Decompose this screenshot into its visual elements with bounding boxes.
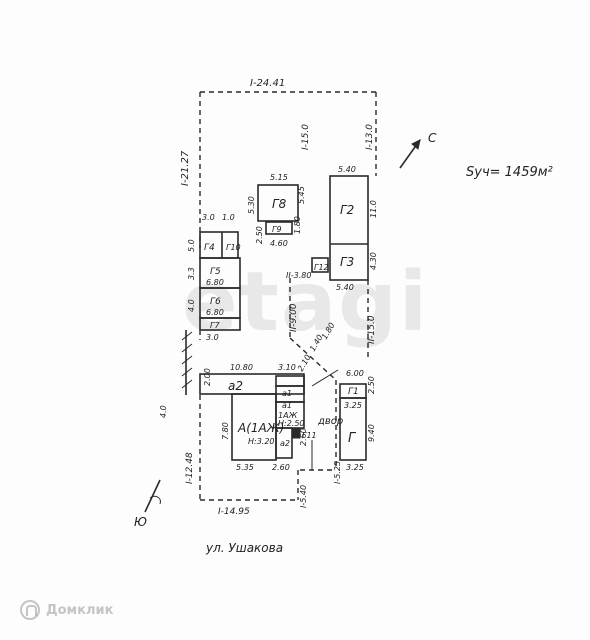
brand-name: Домклик xyxy=(46,602,114,618)
g8-side: 5.45 xyxy=(297,186,306,204)
house-a-width: 5.35 xyxy=(236,463,254,472)
small-width: 2.60 xyxy=(272,463,290,472)
yard-label: двор xyxy=(317,416,343,427)
g5-height: 3.3 xyxy=(187,267,196,280)
watermark: etagi xyxy=(182,255,429,350)
annex-a1-top xyxy=(275,375,305,387)
building-g2 xyxy=(329,175,369,281)
g2-width: 5.40 xyxy=(338,165,356,174)
g6-height: 4.0 xyxy=(187,299,196,312)
g6-width: 6.80 xyxy=(206,308,224,317)
a-side: 3.10 xyxy=(278,363,296,372)
label-right-mid: I-15.0 xyxy=(301,124,311,150)
south-arrow: Ю xyxy=(134,479,161,529)
annex-1azh-dims: Н:2.50 xyxy=(278,419,305,428)
building-g11 xyxy=(291,427,301,439)
building-g8 xyxy=(257,184,299,222)
g4-d1: 3.0 xyxy=(202,213,215,222)
g8-height: 5.30 xyxy=(247,196,256,214)
g1-label: Г1 xyxy=(348,387,359,397)
g7-width: 3.0 xyxy=(206,333,219,342)
g8-label: Г8 xyxy=(272,197,287,211)
g3-height: 4.30 xyxy=(369,252,378,270)
property-boundary xyxy=(199,91,377,501)
house-a-height-label: Н:3.20 xyxy=(248,437,275,446)
label-right-upper: I-13.0 xyxy=(365,124,375,150)
label-inner-left: II-9.00 xyxy=(289,303,299,332)
gate-line xyxy=(311,369,339,387)
g7-label: Г7 xyxy=(210,321,220,330)
g2-bottom: 5.40 xyxy=(336,283,354,292)
label-bottom-short: I-5.40 xyxy=(299,485,308,508)
g8-width: 5.15 xyxy=(270,173,288,182)
g9-height: 1.80 xyxy=(293,216,302,234)
misc-dim-4: 1.80 xyxy=(320,321,337,341)
g-height: 9.40 xyxy=(367,424,376,442)
a2-width: 10.80 xyxy=(230,363,253,372)
a2b-label: а2 xyxy=(280,439,290,448)
a2-height: 2.00 xyxy=(203,368,212,386)
g9-label: Г9 xyxy=(272,225,282,234)
g2-height: 11.0 xyxy=(369,200,378,218)
building-g7 xyxy=(199,317,241,331)
g11-label: Г11 xyxy=(302,431,317,440)
hatched-wall xyxy=(181,330,193,395)
g9-side: 2.50 xyxy=(255,226,264,244)
south-label: Ю xyxy=(134,515,147,529)
label-left: I-21.27 xyxy=(180,150,191,186)
area-note: Sуч= 1459м² xyxy=(466,165,553,180)
annex-1azh-label: 1АЖ xyxy=(278,411,298,420)
north-label: С xyxy=(428,131,437,145)
g4-d2: 1.0 xyxy=(222,213,235,222)
g12-label: Г12 xyxy=(314,263,329,272)
g-width: 3.25 xyxy=(346,463,364,472)
step-label: 2.60 xyxy=(299,428,308,446)
label-bottom: I-14.95 xyxy=(218,507,250,517)
brand-icon xyxy=(20,600,40,620)
street-label: ул. Ушакова xyxy=(205,541,283,555)
brand-logo: Домклик xyxy=(20,600,113,620)
misc-dim-1: 4.0 xyxy=(159,405,168,418)
g6-label: Г6 xyxy=(210,297,221,307)
building-g9 xyxy=(265,221,293,235)
house-a-label: А(1АЖ) xyxy=(237,421,284,435)
a2-label: а2 xyxy=(228,379,243,393)
g4-height: 5.0 xyxy=(187,239,196,252)
g-label: Г xyxy=(348,431,357,446)
label-left-lower: I-12.48 xyxy=(185,452,195,484)
g2-label: Г2 xyxy=(340,203,354,217)
house-a-depth: 7.80 xyxy=(221,422,230,440)
building-g xyxy=(339,397,367,461)
label-right-lower: II-15.0 xyxy=(367,315,377,344)
label-top: I-24.41 xyxy=(250,78,285,89)
a1-label: а1 xyxy=(282,389,292,398)
g9-width: 4.60 xyxy=(270,239,288,248)
g4-label: Г4 xyxy=(204,243,215,253)
g1-height: 3.25 xyxy=(344,401,362,410)
g10-label: Г10 xyxy=(226,243,241,252)
building-g12 xyxy=(311,257,329,273)
g1-width: 6.00 xyxy=(346,369,364,378)
a1b-label: а1 xyxy=(282,401,292,410)
label-diag: II-3.80 xyxy=(286,271,311,280)
annex-a2b xyxy=(275,427,293,459)
label-bottom-side: I-5.25 xyxy=(333,461,342,484)
g5-label: Г5 xyxy=(210,267,221,277)
g5-width: 6.80 xyxy=(206,278,224,287)
north-arrow: С xyxy=(399,131,437,169)
g3-label: Г3 xyxy=(340,255,354,269)
g1-side: 2.50 xyxy=(367,376,376,394)
